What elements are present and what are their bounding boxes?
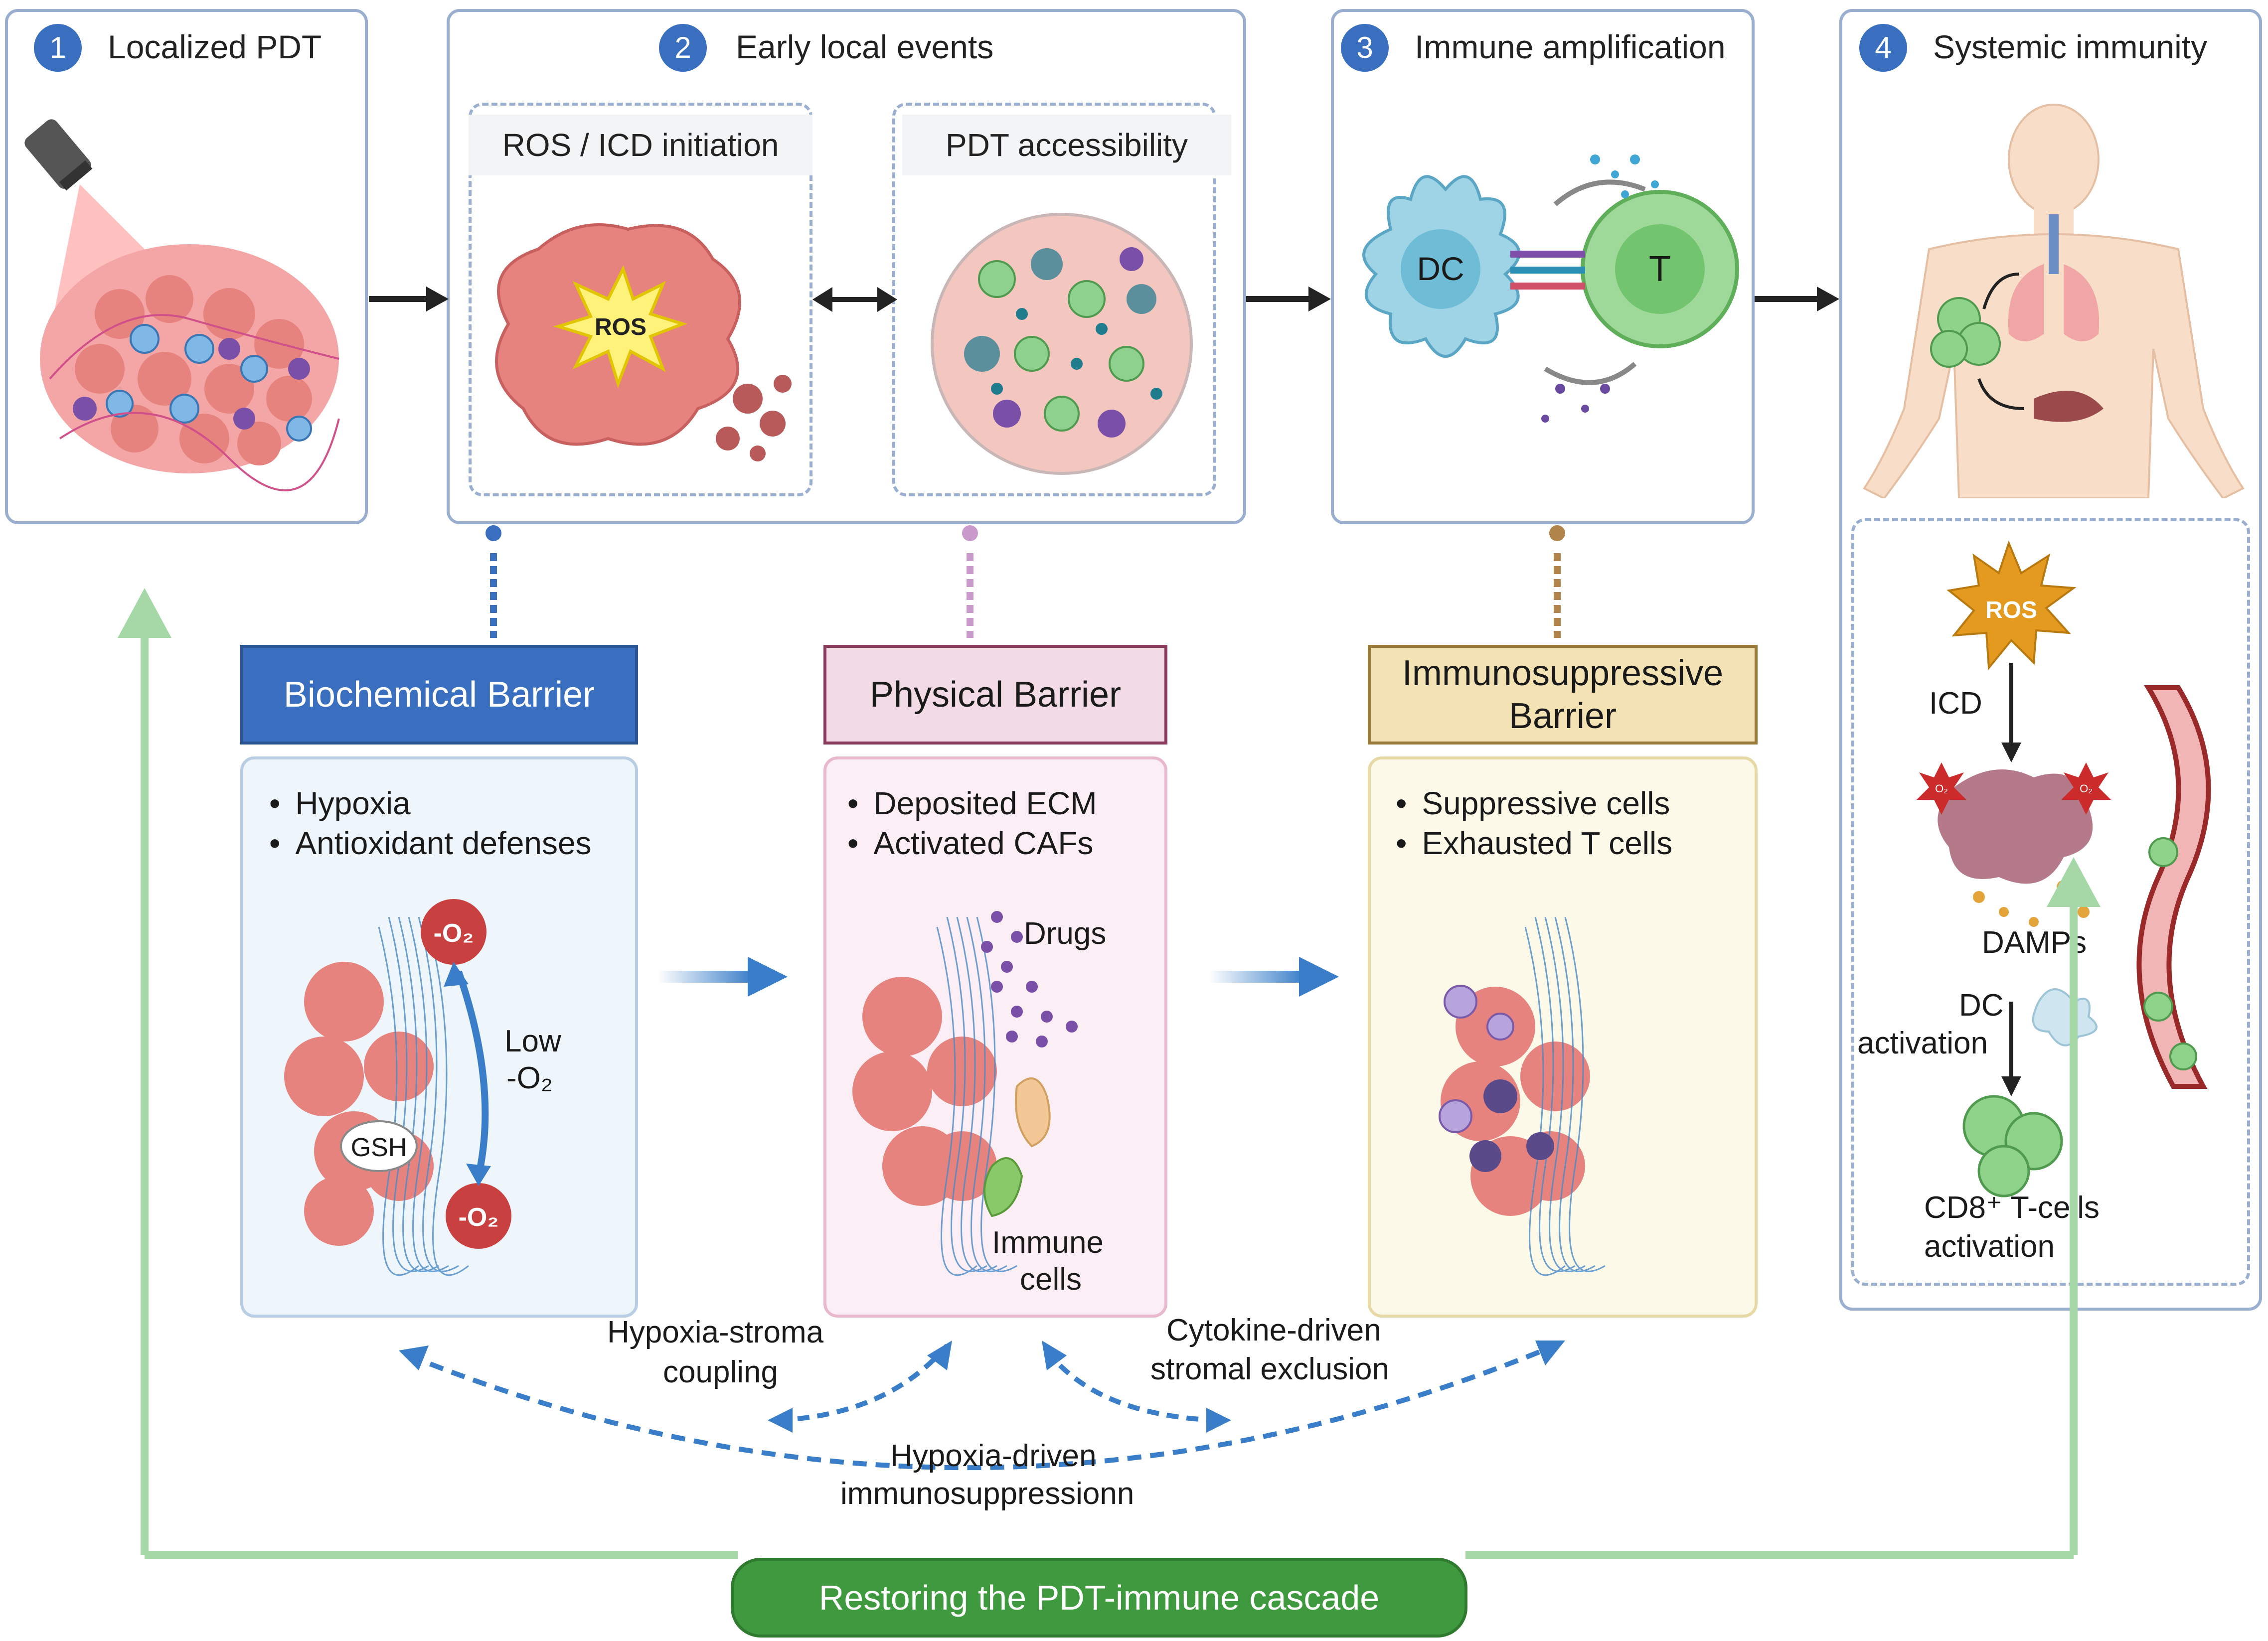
suppressive-illustration <box>1439 916 1606 1276</box>
low-o2-label-2: -O₂ <box>506 1061 553 1095</box>
step-number-1: 1 <box>34 24 82 72</box>
immunosuppressive-title-line2: Barrier <box>1508 696 1617 736</box>
ros-icd-box <box>469 103 812 496</box>
bullet-deposited-ecm: Deposited ECM <box>847 783 1097 823</box>
o2-bottom-label: -O₂ <box>459 1203 499 1232</box>
t-cell-label: T <box>1649 249 1671 289</box>
systemic-detail-box <box>1851 518 2250 1286</box>
dc-activation-label-2: activation <box>1857 1026 1988 1060</box>
ros-cell-illustration: ROS <box>495 223 792 461</box>
bullet-suppressive-cells: Suppressive cells <box>1396 783 1672 823</box>
cytokine-label-1: Cytokine-driven <box>1166 1313 1381 1347</box>
step-title-localized-pdt: Localized PDT <box>108 28 322 65</box>
biochemical-bullets: Hypoxia Antioxidant defenses <box>269 783 592 863</box>
o2-badge-left: O₂ <box>1935 782 1948 795</box>
bullet-hypoxia: Hypoxia <box>269 783 592 823</box>
restore-cascade-button: Restoring the PDT-immune cascade <box>731 1558 1467 1638</box>
connector-biochemical <box>486 525 501 638</box>
biochemical-barrier-title: Biochemical Barrier <box>240 645 638 745</box>
o2-badge-right: O₂ <box>2080 782 2093 795</box>
arrow-2-to-3 <box>1246 287 1331 311</box>
hypoxia-stroma-label-2: coupling <box>663 1355 778 1389</box>
tumor-accessibility-illustration <box>931 213 1193 475</box>
physical-barrier-title: Physical Barrier <box>823 645 1167 745</box>
pdt-accessibility-title: PDT accessibility <box>902 115 1231 175</box>
systemic-cascade-illustration: ROS O₂ O₂ <box>1917 540 2211 1197</box>
immunosuppressive-title-line1: Immunosuppressive <box>1402 653 1724 693</box>
bullet-antioxidant: Antioxidant defenses <box>269 823 591 863</box>
tumor-light-illustration <box>24 119 340 491</box>
barrier-arrow-1 <box>658 957 788 997</box>
restore-feedback-lines <box>118 588 2101 1559</box>
dc-activation-label-1: DC <box>1959 988 2004 1023</box>
hypoxia-stroma-label-1: Hypoxia-stroma <box>607 1315 824 1349</box>
connector-physical <box>962 525 978 638</box>
bidirectional-arrow <box>812 287 897 312</box>
immunosuppressive-barrier-title: Immunosuppressive Barrier <box>1368 645 1758 745</box>
arrow-3-to-4 <box>1755 287 1839 311</box>
physical-bullets: Deposited ECM Activated CAFs <box>847 783 1097 863</box>
step-number-3: 3 <box>1341 24 1389 72</box>
hypoxia-immuno-label-1: Hypoxia-driven <box>890 1439 1097 1473</box>
barrier-arrow-2 <box>1209 957 1339 997</box>
hypoxia-illustration: -O₂ -O₂ GSH <box>284 899 511 1276</box>
ros-icd-title: ROS / ICD initiation <box>469 115 812 175</box>
step-number-2: 2 <box>659 24 707 72</box>
immune-cells-label-1: Immune <box>992 1225 1104 1260</box>
damps-label: DAMPs <box>1982 925 2087 960</box>
ros-badge-text: ROS <box>595 314 647 340</box>
gsh-label: GSH <box>351 1133 407 1162</box>
systemic-ros-text: ROS <box>1985 597 2037 623</box>
o2-top-label: -O₂ <box>434 919 474 948</box>
bullet-exhausted-t-cells: Exhausted T cells <box>1396 823 1672 863</box>
step-number-4: 4 <box>1859 24 1907 72</box>
step-title-systemic-immunity: Systemic immunity <box>1933 28 2208 65</box>
human-body-illustration <box>1863 104 2245 498</box>
connector-immunosuppressive <box>1549 525 1565 638</box>
low-o2-label-1: Low <box>504 1024 561 1058</box>
step-title-immune-amplification: Immune amplification <box>1415 28 1726 65</box>
immunosuppressive-bullets: Suppressive cells Exhausted T cells <box>1396 783 1672 863</box>
hypoxia-immuno-label-2: immunosuppressionn <box>840 1477 1134 1511</box>
cytokine-label-2: stromal exclusion <box>1150 1352 1389 1386</box>
coupling-arrows <box>399 1341 1565 1471</box>
bullet-activated-cafs: Activated CAFs <box>847 823 1097 863</box>
arrow-1-to-2 <box>369 287 449 311</box>
dc-t-cell-illustration: DC T <box>1362 154 1739 423</box>
ecm-illustration <box>852 911 1078 1276</box>
step-title-early-local-events: Early local events <box>736 28 994 65</box>
immune-cells-label-2: cells <box>1020 1262 1082 1297</box>
dc-label: DC <box>1417 250 1464 287</box>
icd-label: ICD <box>1929 686 1982 721</box>
cd8-activation-label-2: activation <box>1924 1229 2055 1264</box>
drugs-label: Drugs <box>1024 916 1107 951</box>
